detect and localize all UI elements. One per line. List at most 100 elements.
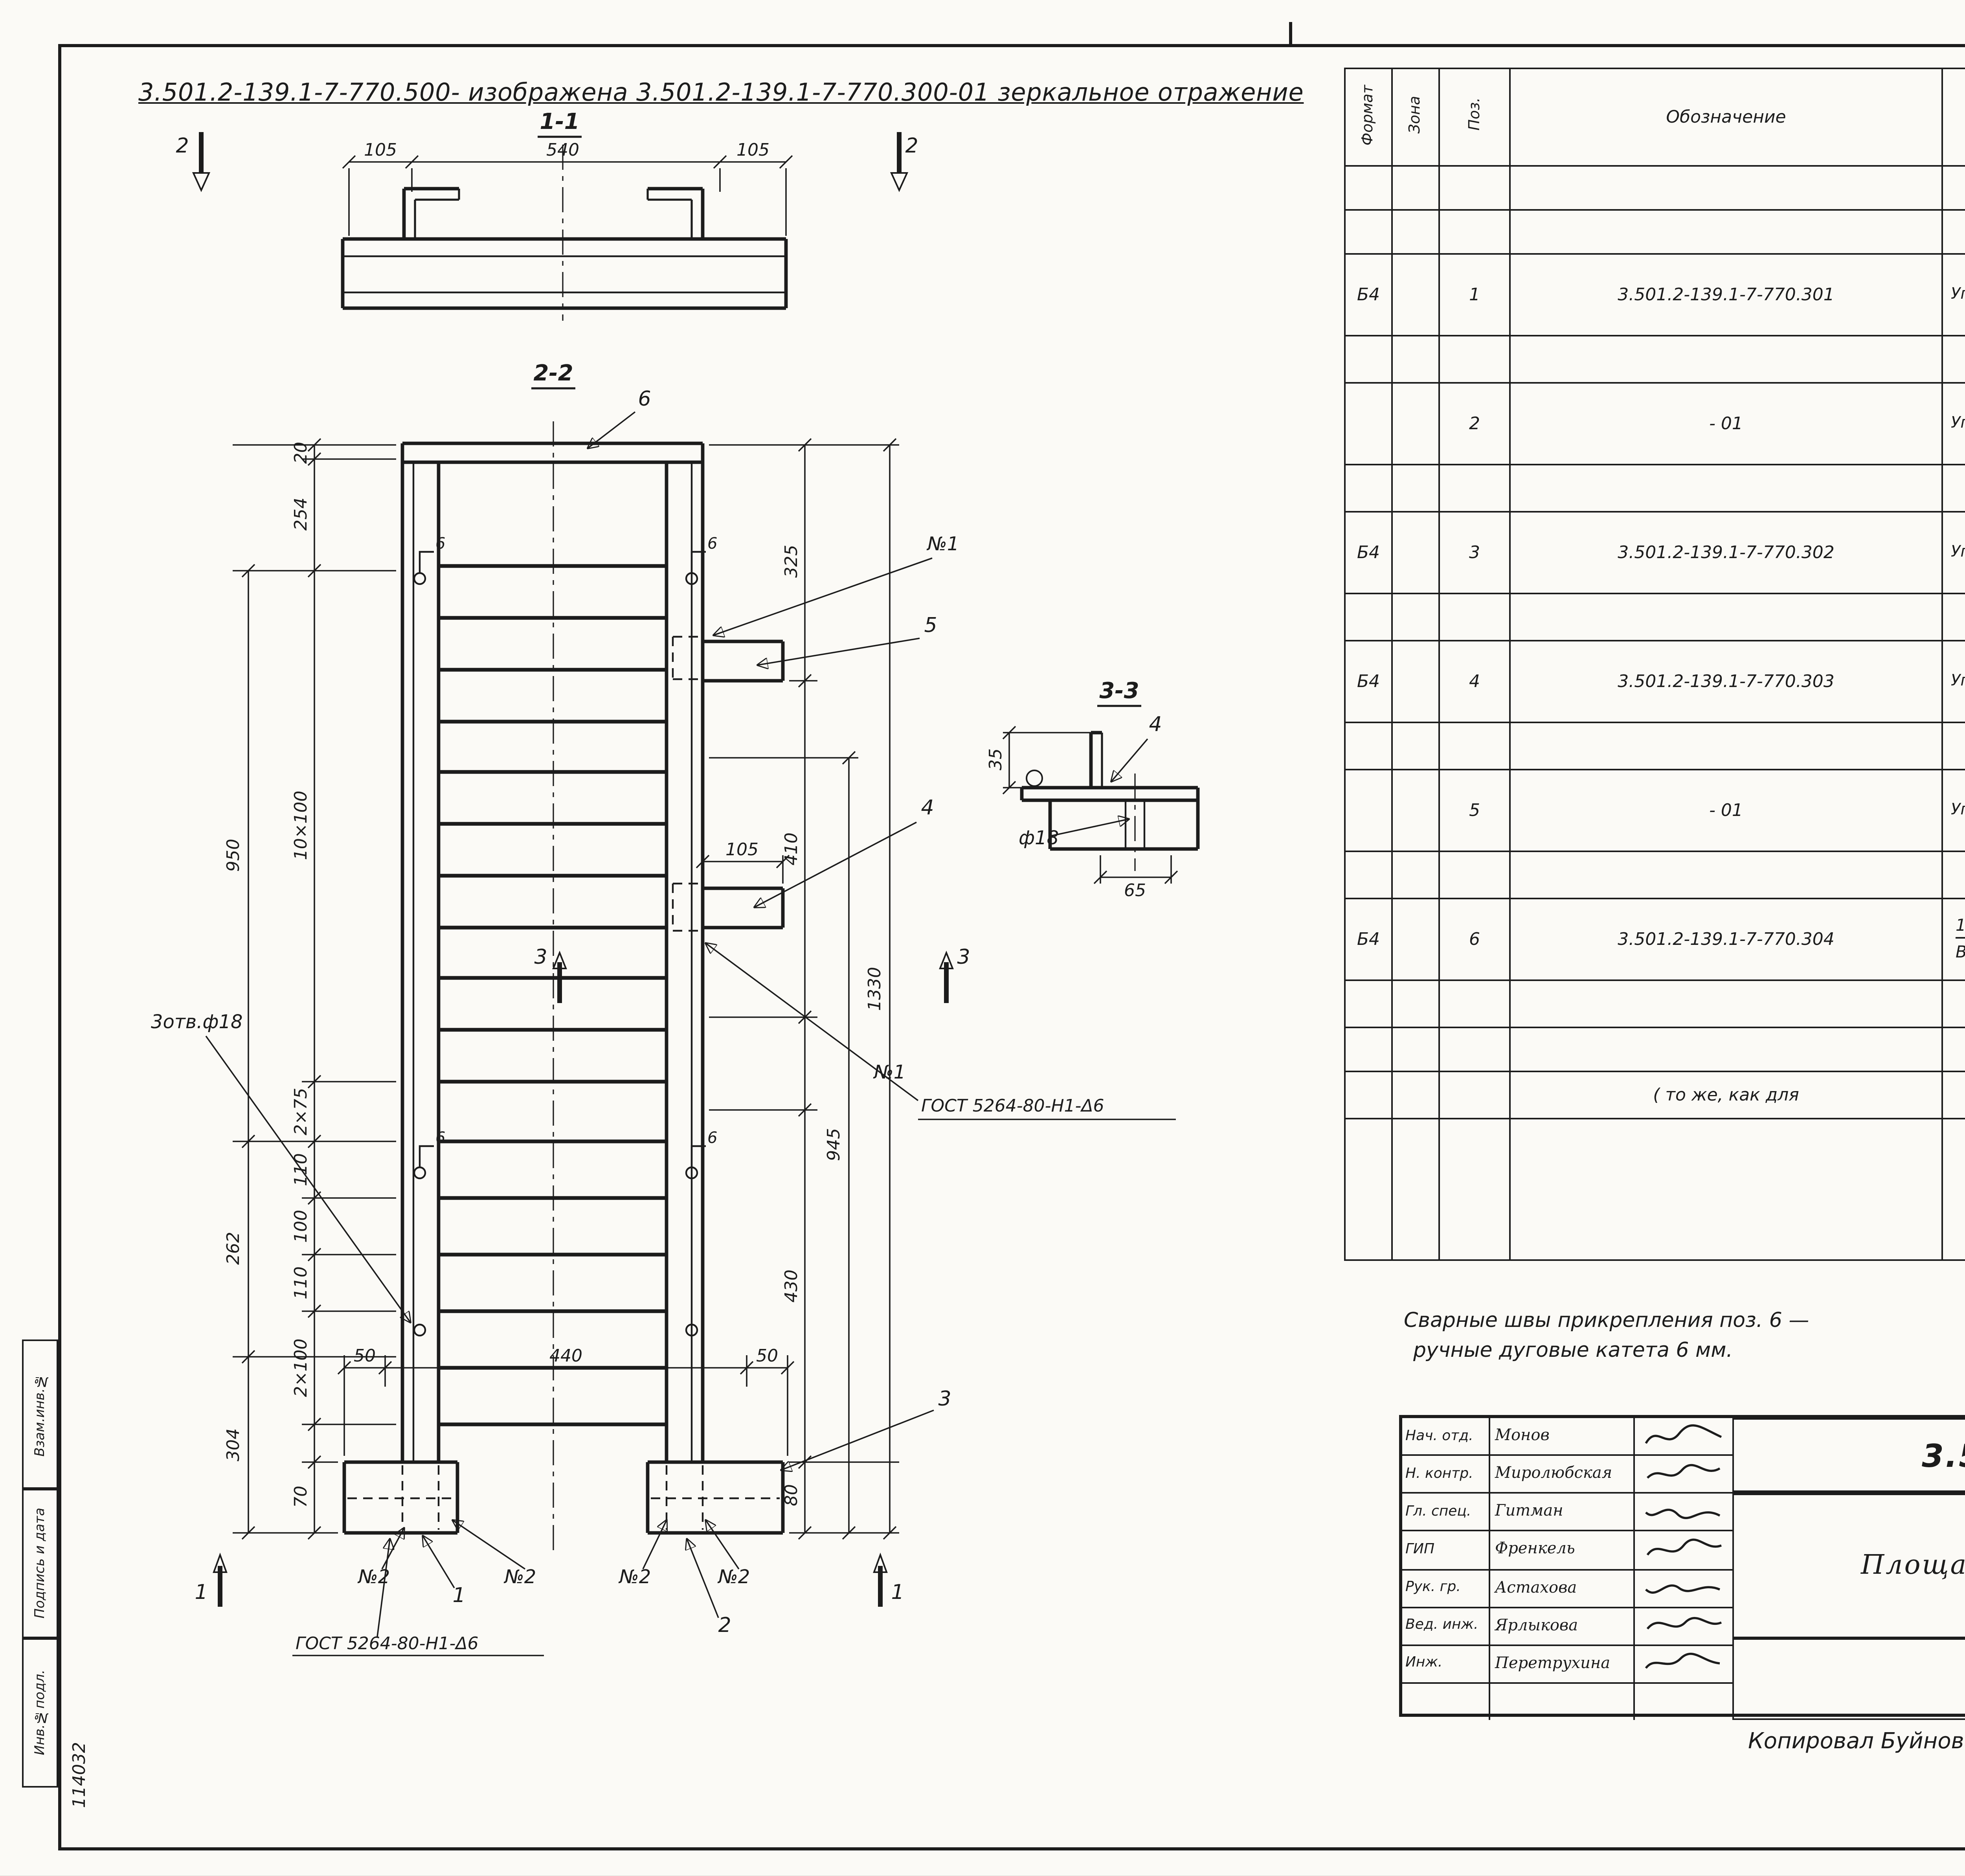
spec-row: Б43 3.501.2-139.1-7-770.302 УголокБ-70×7… [1344,511,1965,594]
svg-text:945: 945 [824,1128,844,1161]
section-1-1-view: 1-1 2 2 105 540 105 [176,109,918,321]
view-title: 2-2 [533,360,573,386]
position-balloon: 2 [718,1613,731,1637]
svg-text:2×100: 2×100 [291,1339,311,1397]
spec-header-row: Формат Зона Поз. Обозначение Наименовани… [1344,68,1965,167]
weld-ref-label: №1 [926,533,959,555]
svg-text:254: 254 [291,498,311,531]
svg-text:80: 80 [781,1484,801,1506]
svg-text:10×100: 10×100 [291,791,311,860]
engineering-drawing: 1-1 2 2 105 540 105 2-2 [151,109,1200,1656]
main-view-2-2: 2-2 6 6 6 6 [151,360,1176,1656]
weld-size-label: 6 [435,1129,445,1147]
position-balloon: 4 [921,796,934,819]
spec-row: Детали [1344,209,1965,255]
weld-spec-label: ГОСТ 5264-80-Н1-Δ6 [296,1633,479,1654]
view-title: 1-1 [540,109,579,134]
base-plates [342,1460,785,1535]
svg-text:3: 3 [957,945,970,969]
svg-text:304: 304 [223,1428,243,1461]
spec-row: ℓ=500180,8кг [1344,979,1965,1028]
margin-labels: Взам.инв.№ Подпись и дата Инв.№подл. [22,1339,58,1788]
spec-row: ℓ=1760121,5кг [1344,335,1965,384]
detail-3-3-view: 3-3 35 ф18 65 4 [986,678,1200,900]
position-balloon: 3 [938,1387,951,1411]
spec-row: ℓ=75014,8кг [1344,593,1965,641]
svg-text:262: 262 [223,1232,243,1265]
spec-row: Б41 3.501.2-139.1-7-770.301 УголокБ-90×9… [1344,253,1965,336]
signature [1645,1653,1720,1670]
svg-text:20: 20 [291,442,311,464]
svg-text:950: 950 [223,839,243,872]
spec-row: 3.501.2-139.1-7-770.300-01 [1344,1027,1965,1072]
signature-row: Н. контр.Миролюбская [1402,1456,1732,1494]
spec-table: Формат Зона Поз. Обозначение Наименовани… [1344,68,1965,1261]
signature-row: Вед. инж.Ярлыкова [1402,1608,1732,1646]
signature-row-empty [1402,1683,1732,1720]
spec-row: 5 - 01 УголокБ-70×70×6 ГОСТ8509-72*16Д Г… [1344,769,1965,852]
dim-label: 65 [1124,880,1146,900]
section-mark-1: 1 1 [195,1553,904,1607]
drawing-title: Площадка ПТС2 [1732,1494,1965,1638]
mirror-note: 3.501.2-139.1-7-770.500- изображена 3.50… [138,79,1304,107]
drawing-frame [58,44,1965,1850]
spec-row: 2 - 01 УголокБ-90×90×9ГОСТ8509-72*16Д ГО… [1344,382,1965,465]
svg-text:1: 1 [195,1580,208,1604]
svg-text:100: 100 [291,1210,311,1243]
position-balloon: 4 [1149,713,1162,736]
svg-text:110: 110 [291,1153,311,1186]
weld-marks: 6 6 6 6 [413,535,717,1337]
svg-text:2×75: 2×75 [291,1088,311,1136]
svg-text:3: 3 [534,945,547,969]
section-mark: 2 [905,134,918,158]
svg-text:1: 1 [891,1580,904,1604]
col-header-naim: Наименование [1941,68,1965,167]
inventory-number: 114032 [69,1742,90,1808]
svg-text:1330: 1330 [865,967,885,1011]
margin-box: Взам.инв.№ [22,1339,58,1489]
left-dimension-chains: 20 254 10×100 2×75 110 100 110 2×100 70 … [223,438,396,1540]
position-balloon: 6 [638,387,651,411]
copied-by: Копировал Буйнова [1748,1729,1965,1755]
svg-text:430: 430 [781,1270,801,1303]
weld-size-label: 6 [707,535,717,553]
weld-ref-label: №2 [618,1566,651,1588]
title-block: Нач. отд.Монов Н. контр.Миролюбская Гл. … [1399,1415,1965,1720]
title-block-signatures: Нач. отд.Монов Н. контр.Миролюбская Гл. … [1402,1418,1732,1720]
signature [1645,1584,1721,1594]
side-plates: 105 [672,636,790,932]
svg-text:70: 70 [291,1486,311,1508]
organization-name: Гипротрансмост [1732,1638,1965,1720]
svg-text:110: 110 [291,1266,311,1299]
position-balloon: 5 [924,614,937,637]
dim-label: 35 [986,748,1006,770]
spec-row: ℓ=1760121,5кг [1344,464,1965,513]
dim-label: 105 [736,140,769,160]
col-header-obozn: Обозначение [1509,68,1943,167]
signature-row: Рук. гр.Астахова [1402,1570,1732,1608]
center-mark [1289,22,1292,47]
spec-row: ( то же, как для 3.501.2-139.1-7-700.300… [1344,1071,1965,1119]
signature [1645,1508,1721,1519]
svg-text:410: 410 [781,832,801,865]
svg-text:50: 50 [756,1346,778,1366]
dim-label: 105 [725,840,758,860]
dim-label: ф18 [1019,827,1059,849]
section-mark-3: 3 3 [534,945,970,1003]
view-title: 3-3 [1099,678,1139,704]
col-header-zona: Зона [1391,68,1440,167]
weld-note: Сварные швы прикрепления поз. 6 — ручные… [1404,1310,1809,1363]
weld-ref-label: №2 [503,1566,536,1588]
signature-row: Гл. спец.Гитман [1402,1494,1732,1532]
signature-row: Инж.Перетрухина [1402,1646,1732,1684]
spec-empty-rows [1344,1118,1965,1261]
signature [1646,1617,1722,1630]
spec-row: Б46 3.501.2-139.1-7-770.304 16 А-I ГОСТ … [1344,898,1965,981]
col-header-poz: Поз. [1438,68,1511,167]
section-mark: 2 [176,134,189,158]
holes-label: 3отв.ф18 [151,1011,243,1033]
document-number: 3.501.2-139.1-7-770.300 [1732,1418,1965,1494]
margin-box: Инв.№подл. [22,1638,58,1788]
dim-label: 105 [364,140,397,160]
